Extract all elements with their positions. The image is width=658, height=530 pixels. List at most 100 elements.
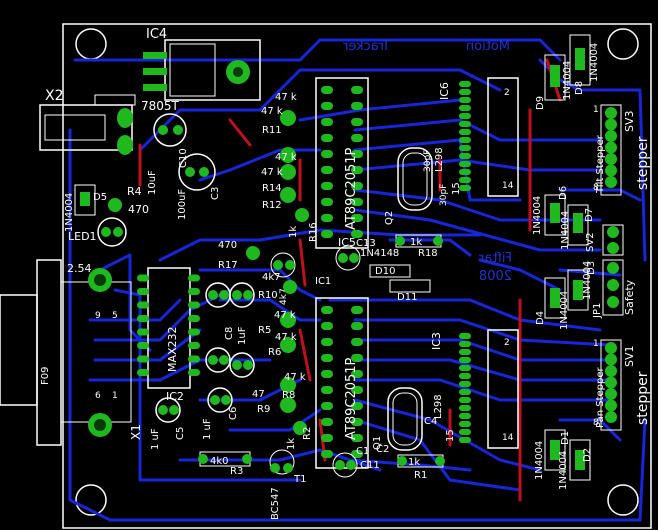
pad <box>321 182 333 190</box>
pad <box>351 370 363 378</box>
c-1uf-label: 1uF <box>237 326 248 345</box>
pad <box>459 97 471 103</box>
sv3-pin8: 8 <box>593 183 599 193</box>
r6-label: R6 <box>268 347 281 358</box>
pad <box>459 357 471 363</box>
d4-label: D4 <box>535 311 546 325</box>
header-pin <box>605 164 617 177</box>
header-pin <box>605 399 617 412</box>
d4-value: 1N4004 <box>559 291 570 330</box>
mcu1-label: AT89C2051P <box>344 147 359 230</box>
r11-value: 47 k <box>275 92 297 103</box>
pad <box>459 373 471 379</box>
pad <box>459 405 471 411</box>
d6-value: 1N4004 <box>560 211 571 250</box>
d10-label: D10 <box>375 266 395 277</box>
pad <box>321 434 333 442</box>
pad <box>459 341 471 347</box>
pad <box>321 418 333 426</box>
pad <box>321 370 333 378</box>
pad <box>321 322 333 330</box>
pad <box>351 214 363 222</box>
l298a-label: L298 <box>434 147 445 172</box>
pad <box>137 328 149 336</box>
r1-value: 1k <box>408 457 420 468</box>
pad <box>351 150 363 158</box>
pad <box>321 402 333 410</box>
transistor-section: 4k0 R3 T1 BC547 <box>198 449 306 520</box>
c14-value: 30pF <box>439 184 449 206</box>
pad <box>188 288 200 295</box>
ic2-label: IC2 <box>166 390 184 403</box>
pad <box>351 354 363 362</box>
pad <box>459 121 471 127</box>
pad <box>321 306 333 314</box>
pan-stepper-word: stepper <box>635 371 651 425</box>
pad <box>351 86 363 94</box>
pad <box>321 118 333 126</box>
c5-label: C5 <box>175 427 186 440</box>
r16-label: R16 <box>308 222 319 242</box>
sv1-label: SV1 <box>623 345 636 367</box>
pad <box>459 437 471 443</box>
r12-value: 47 k <box>261 167 283 178</box>
pad <box>321 338 333 346</box>
ic1-label: IC1 <box>315 276 331 287</box>
r9-value: 47 <box>252 389 265 400</box>
c1uf-label: 1 uF <box>202 418 213 440</box>
tilt-stepper-label: Tilt Stepper <box>595 134 606 194</box>
header-pin <box>605 141 617 154</box>
header-sv1: 1 8 SV1 stepper Pan Stepper <box>593 339 651 431</box>
d3-label: D3 <box>586 261 597 275</box>
pad <box>321 198 333 206</box>
pad <box>321 134 333 142</box>
d1-value: 1N4004 <box>558 451 569 490</box>
sv3-pin1: 1 <box>593 105 599 115</box>
d11-label: D11 <box>397 292 417 303</box>
header-pin <box>605 342 617 354</box>
r9-label: R9 <box>257 404 270 415</box>
d3-value: 1N4004 <box>582 261 593 300</box>
r13-value: 47 k <box>261 106 283 117</box>
tilt-stepper-word: stepper <box>635 136 651 190</box>
pan-stepper-label: Pan Stepper <box>595 367 606 428</box>
ic6-pin14: 14 <box>502 181 514 191</box>
pad <box>137 274 149 282</box>
pad <box>351 434 363 442</box>
db9-connector: 2.54 F09 9 5 6 1 <box>0 259 132 446</box>
header-pin <box>605 153 617 165</box>
pad <box>459 333 471 339</box>
year-text: 2008 <box>479 269 512 284</box>
mid-components: C13 1k R18 1N4148 D10 D11 C11 1k R1 C2 C… <box>332 234 445 481</box>
mcu-bottom: AT89C2051P IC1 <box>315 276 369 469</box>
pad <box>459 389 471 395</box>
sv1-pin8: 8 <box>593 418 599 428</box>
c8-label: C8 <box>224 327 235 340</box>
max232-ic2: MAX232 IC2 <box>137 267 200 403</box>
pad <box>459 81 471 87</box>
pad <box>351 166 363 174</box>
q2-label: Q2 <box>384 211 395 225</box>
safety-label: Safety <box>623 279 636 315</box>
d7-value: 1N4004 <box>532 196 543 235</box>
pad <box>188 342 200 349</box>
pad <box>321 354 333 362</box>
header-pin <box>605 411 617 423</box>
l298-ic3: IC3 2 14 <box>430 329 519 449</box>
r12-label: R12 <box>262 200 282 211</box>
pad <box>459 177 471 183</box>
q1-label: Q1 <box>372 436 383 450</box>
r17-label: R17 <box>218 260 238 271</box>
header-pin <box>605 376 617 389</box>
l298b-label: L298 <box>433 394 444 419</box>
ic6-pin15: 15 <box>451 182 462 195</box>
r3-value: 4k0 <box>210 456 229 467</box>
pad <box>351 198 363 206</box>
r16-value: 1k <box>288 226 299 238</box>
pad <box>459 169 471 175</box>
x2-label: X2 <box>45 88 64 104</box>
pad <box>188 315 200 322</box>
r18-label: R18 <box>418 248 438 259</box>
